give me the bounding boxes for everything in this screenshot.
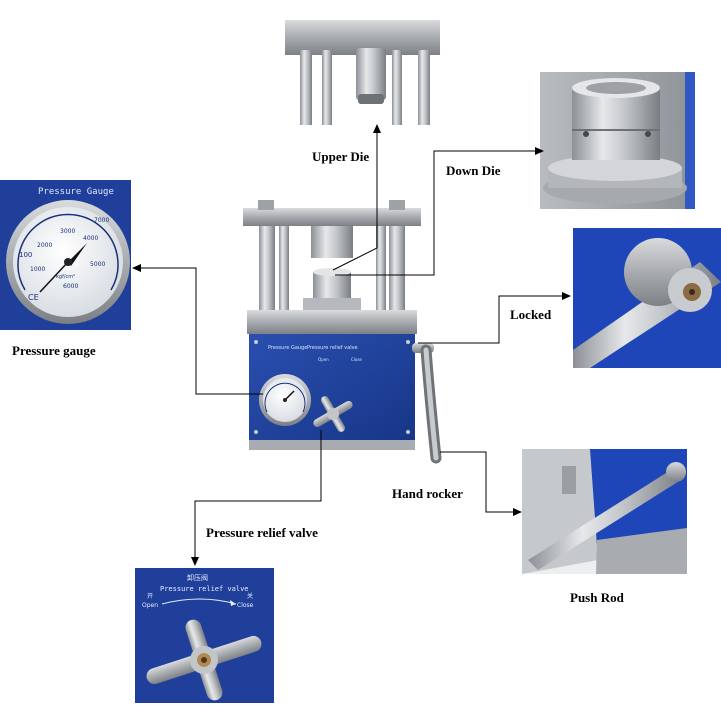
label-upper-die: Upper Die [312, 149, 370, 164]
machine-gauge-label: Pressure Gauge [268, 345, 307, 351]
gauge-tick-5000: 5000 [90, 261, 105, 268]
label-pressure-relief-valve: Pressure relief valve [206, 525, 318, 540]
gauge-tick-100: 100 [19, 251, 32, 259]
leader-locked [418, 295, 565, 344]
valve-title-cn: 卸压阀 [187, 573, 208, 582]
machine-open-label: Open [318, 357, 329, 362]
leader-down-die [335, 150, 538, 276]
leader-pressure-gauge [138, 267, 263, 395]
label-push-rod: Push Rod [570, 590, 624, 605]
gauge-unit: kgf/cm² [56, 274, 75, 280]
valve-close-cn: 关 [247, 592, 253, 600]
label-pressure-gauge: Pressure gauge [12, 343, 96, 358]
arrow-down-die [535, 147, 544, 155]
leader-relief-valve [194, 430, 322, 560]
down-die-photo [540, 72, 695, 209]
relief-valve-photo: 卸压阀 Pressure relief valve 开 Open 关 Close [135, 568, 274, 703]
gauge-tick-2000: 2000 [37, 242, 52, 249]
arrow-pressure-gauge [132, 264, 141, 272]
valve-title: Pressure relief valve [160, 585, 249, 593]
arrow-locked [562, 292, 571, 300]
push-rod-photo [522, 449, 687, 574]
valve-close: Close [237, 602, 254, 609]
leader-lines [132, 124, 571, 566]
pressure-gauge-photo: Pressure Gauge 100 1000 2000 3000 4000 5… [0, 180, 131, 330]
label-hand-rocker: Hand rocker [392, 486, 463, 501]
valve-open: Open [142, 602, 158, 609]
gauge-tick-4000: 4000 [83, 235, 98, 242]
upper-die-photo [278, 20, 440, 125]
gauge-tick-3000: 3000 [60, 228, 75, 235]
machine-close-label: Close [351, 357, 362, 362]
locked-photo [573, 228, 721, 368]
label-locked: Locked [510, 307, 552, 322]
gauge-tick-6000: 6000 [63, 283, 78, 290]
ce-mark: CE [28, 293, 39, 302]
label-down-die: Down Die [446, 163, 501, 178]
hydraulic-press-machine: Pressure Gauge Pressure relief valve Ope… [243, 200, 442, 464]
valve-open-cn: 开 [147, 593, 153, 600]
leader-push-rod [440, 451, 516, 513]
gauge-panel-title: Pressure Gauge [38, 187, 114, 197]
arrow-upper-die [373, 124, 381, 133]
arrow-relief-valve [191, 557, 199, 566]
leader-upper-die [332, 128, 378, 271]
arrow-push-rod [513, 508, 522, 516]
gauge-tick-7000: 7000 [94, 217, 109, 224]
gauge-tick-1000: 1000 [30, 266, 45, 273]
machine-valve-label: Pressure relief valve [307, 345, 358, 351]
